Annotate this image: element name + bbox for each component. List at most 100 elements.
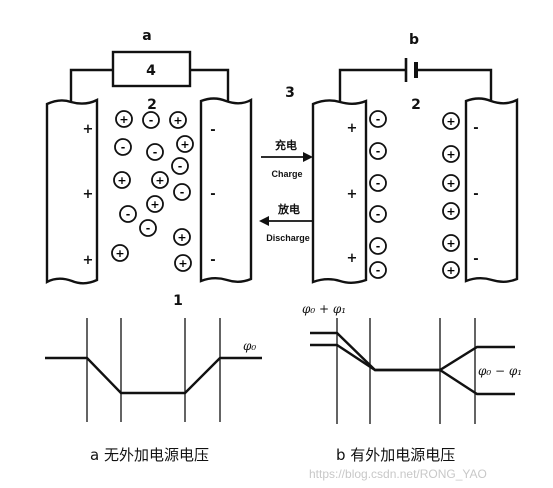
ion-cation: + xyxy=(442,145,460,163)
left-positive-electrode xyxy=(45,98,99,285)
left-potential-curve xyxy=(45,356,262,395)
ion-anion-ring xyxy=(369,110,387,128)
ion-cation-ring xyxy=(442,112,460,130)
ion-anion-ring xyxy=(114,138,132,156)
right-wire-left xyxy=(338,68,406,101)
ion-cation: + xyxy=(113,171,131,189)
ion-cation-sign: + xyxy=(173,114,182,127)
charge-sign-layer: +++---+++--- xyxy=(83,121,479,268)
left-electrode-minus-sign: - xyxy=(210,187,215,202)
right-electrode-minus-sign: - xyxy=(473,121,478,136)
ion-cation: + xyxy=(176,135,194,153)
label-phi0: φ₀ xyxy=(243,339,256,353)
ion-cation-sign: + xyxy=(180,138,189,151)
discharge-arrow-head xyxy=(259,216,269,226)
ion-cation-ring xyxy=(173,228,191,246)
ion-cation-sign: + xyxy=(117,174,126,187)
ion-cation: + xyxy=(174,254,192,272)
discharge-label-en: Discharge xyxy=(266,233,310,243)
ion-anion: - xyxy=(369,261,387,279)
ion-cation: + xyxy=(111,244,129,262)
ion-anion: - xyxy=(139,219,157,237)
ion-cation-ring xyxy=(169,111,187,129)
charge-arrow-head xyxy=(303,152,313,162)
ion-cation: + xyxy=(442,261,460,279)
ion-cation-ring xyxy=(115,110,133,128)
ion-anion: - xyxy=(369,174,387,192)
right-electrode-plus-sign: + xyxy=(347,187,358,202)
label-resistor-4: 4 xyxy=(146,63,156,79)
ion-cation-sign: + xyxy=(446,148,455,161)
ion-anion-sign: - xyxy=(149,114,154,127)
ion-cation-sign: + xyxy=(177,231,186,244)
left-wire-right xyxy=(190,68,230,101)
ion-cation-sign: + xyxy=(119,113,128,126)
ion-anion-sign: - xyxy=(126,208,131,221)
ion-anion-sign: - xyxy=(376,145,381,158)
right-electrode-plus-sign: + xyxy=(347,251,358,266)
label-b: b xyxy=(409,32,419,48)
ion-cation-ring xyxy=(113,171,131,189)
left-electrode-minus-sign: - xyxy=(210,123,215,138)
ion-cation-ring xyxy=(442,261,460,279)
ion-anion: - xyxy=(119,205,137,223)
label-1: 1 xyxy=(173,293,183,309)
ion-cation-sign: + xyxy=(155,174,164,187)
ion-anion-sign: - xyxy=(146,222,151,235)
ion-anion: - xyxy=(142,111,160,129)
label-3: 3 xyxy=(285,85,295,101)
ion-anion-sign: - xyxy=(376,240,381,253)
left-potential-profile: φ₀ xyxy=(45,318,262,422)
ion-cation-sign: + xyxy=(446,264,455,277)
ion-cation: + xyxy=(442,174,460,192)
label-a: a xyxy=(142,28,151,44)
right-wire-right xyxy=(416,68,493,101)
right-electrode-minus-sign: - xyxy=(473,252,478,267)
watermark: https://blog.csdn.net/RONG_YAO xyxy=(309,467,487,481)
charge-label-en: Charge xyxy=(271,169,302,179)
ion-anion-ring xyxy=(146,143,164,161)
ion-cation-ring xyxy=(442,234,460,252)
ion-anion-sign: - xyxy=(178,160,183,173)
ion-cation-sign: + xyxy=(446,205,455,218)
ion-cation-ring xyxy=(442,202,460,220)
ion-cation-sign: + xyxy=(150,198,159,211)
right-electrode-minus-sign: - xyxy=(473,187,478,202)
ion-anion-ring xyxy=(369,142,387,160)
ion-cation-ring xyxy=(442,174,460,192)
right-negative-electrode xyxy=(464,97,519,283)
left-negative-electrode xyxy=(199,97,253,283)
ion-anion-ring xyxy=(173,183,191,201)
ion-layer: +-+--++-+--+-+++------++++++ xyxy=(111,110,460,279)
ion-cation-sign: + xyxy=(446,177,455,190)
discharge-arrow-group: 放电 Discharge xyxy=(259,202,313,243)
ion-cation-ring xyxy=(174,254,192,272)
ion-cation-ring xyxy=(176,135,194,153)
left-electrode-plus-sign: + xyxy=(83,253,94,268)
ion-anion: - xyxy=(369,110,387,128)
right-electrode-plus-sign: + xyxy=(347,121,358,136)
left-wire-left xyxy=(69,68,113,101)
ion-cation: + xyxy=(442,202,460,220)
ion-anion: - xyxy=(369,142,387,160)
ion-cation-ring xyxy=(442,145,460,163)
ion-cation: + xyxy=(151,171,169,189)
ion-anion: - xyxy=(146,143,164,161)
ion-anion-sign: - xyxy=(376,264,381,277)
ion-cation-ring xyxy=(111,244,129,262)
ion-anion-ring xyxy=(119,205,137,223)
ion-cation-sign: + xyxy=(115,247,124,260)
ion-anion: - xyxy=(114,138,132,156)
ion-anion-ring xyxy=(171,157,189,175)
charge-arrow-group: 充电 Charge xyxy=(261,138,313,179)
left-cell xyxy=(45,50,253,285)
charge-label-cn: 充电 xyxy=(275,138,297,152)
right-cell xyxy=(311,58,519,284)
ion-anion-sign: - xyxy=(180,186,185,199)
ion-cation: + xyxy=(173,228,191,246)
ion-anion-ring xyxy=(369,261,387,279)
ion-cation-sign: + xyxy=(446,237,455,250)
label-phi0-minus-phi1: φ₀ − φ₁ xyxy=(478,364,522,378)
ion-cation: + xyxy=(115,110,133,128)
